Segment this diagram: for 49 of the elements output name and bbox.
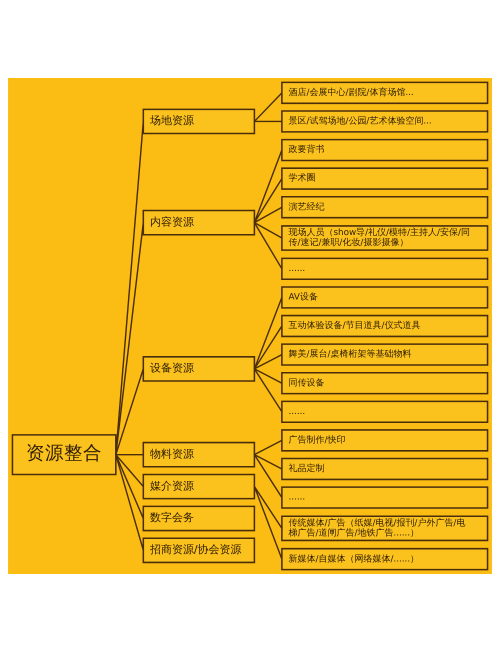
connector xyxy=(254,120,282,122)
node-box: 同传设备 xyxy=(281,372,488,394)
node-box: 内容资源 xyxy=(142,210,256,236)
node-box: 广告制作/快印 xyxy=(281,429,488,452)
node-box: 演艺经纪 xyxy=(281,196,488,218)
connector xyxy=(254,440,282,456)
node-box: 礼品定制 xyxy=(281,458,488,480)
connector xyxy=(254,222,282,239)
node-box: 酒店/会展中心/剧院/体育场馆... xyxy=(281,82,488,104)
connector xyxy=(115,454,144,488)
connector xyxy=(115,222,144,455)
connector xyxy=(254,326,282,370)
connector xyxy=(254,486,282,529)
connector xyxy=(254,297,283,370)
node-box: ...... xyxy=(281,400,488,423)
node-box: 政要背书 xyxy=(281,138,488,162)
connector xyxy=(254,206,282,224)
connector xyxy=(115,121,144,455)
connector xyxy=(116,454,144,456)
node-box: ...... xyxy=(281,486,488,509)
node-box: 景区/试驾场地/公园/艺术体验空间... xyxy=(281,110,488,133)
connector xyxy=(115,368,144,455)
node-box: 互动体验设备/节目道具/仪式道具 xyxy=(281,314,488,338)
connector xyxy=(254,368,282,412)
node-box: 传统媒体/广告（纸媒/电视/报刊/户外广告/电梯广告/道闸广告/地铁广告......） xyxy=(281,516,488,542)
connector xyxy=(254,368,282,384)
connector xyxy=(254,454,282,498)
connector xyxy=(254,178,282,223)
node-box: 新媒体/自媒体（网络媒体/......） xyxy=(281,548,488,570)
node-box: 媒介资源 xyxy=(142,474,256,500)
node-box: 场地资源 xyxy=(142,108,256,134)
node-box: 物料资源 xyxy=(142,442,256,468)
connector xyxy=(254,454,282,470)
node-box: AV设备 xyxy=(281,286,488,309)
node-box: 资源整合 xyxy=(12,434,117,476)
node-box: ...... xyxy=(281,258,488,280)
node-box: 数字会务 xyxy=(142,506,256,532)
node-box: 招商资源/协会资源 xyxy=(142,537,256,564)
node-box: 舞美/展台/桌椅桁架等基础物料 xyxy=(281,343,488,366)
connector xyxy=(254,354,282,370)
connector xyxy=(254,222,282,270)
connector xyxy=(115,454,144,551)
connector xyxy=(254,486,283,560)
connector xyxy=(254,92,282,122)
node-box: 现场人员（show导/礼仪/模特/主持人/安保/同传/速记/兼职/化妆/摄影摄像） xyxy=(281,225,488,251)
connector xyxy=(115,454,144,519)
connector xyxy=(254,150,283,223)
node-box: 设备资源 xyxy=(142,356,256,382)
node-box: 学术圈 xyxy=(281,167,488,190)
